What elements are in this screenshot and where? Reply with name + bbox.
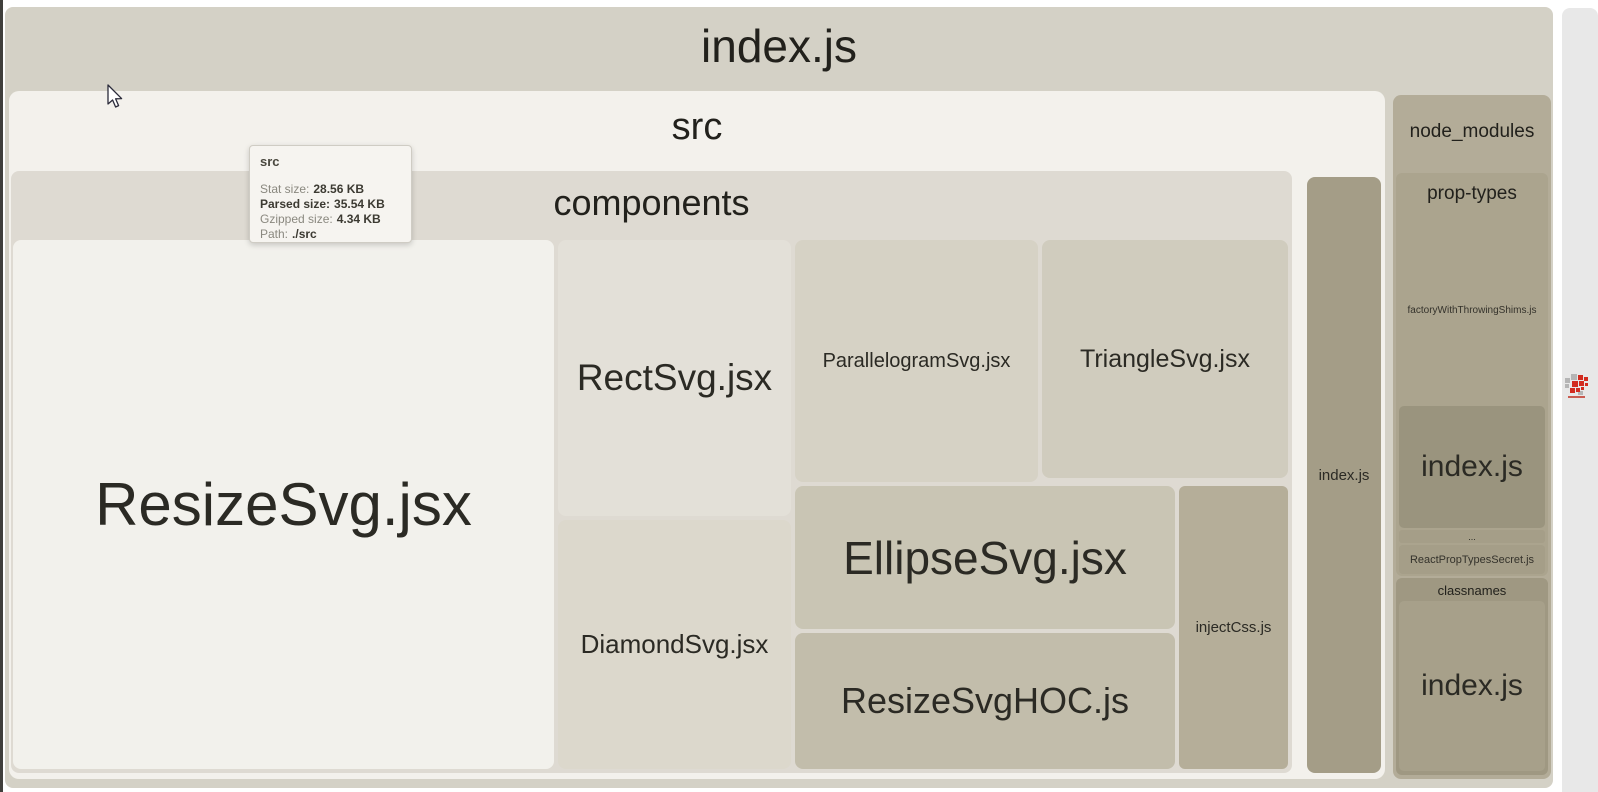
treemap-leaf-resizesvghoc[interactable]: ResizeSvgHOC.js [795,633,1175,769]
leaf-label-ellipsesvg: EllipseSvg.jsx [843,531,1127,584]
group-label-classnames: classnames [1437,583,1507,598]
tooltip-path-label: Path: [260,227,289,241]
group-label-components: components [553,182,750,223]
leaf-label-reactproptypessecret: ReactPropTypesSecret.js [1409,553,1535,566]
group-label-root: index.js [701,20,857,72]
treemap-leaf-diamondsvg[interactable]: DiamondSvg.jsx [558,520,791,769]
tooltip-parsed-row: Parsed size:35.54 KB [260,197,401,212]
foamtree-logo-icon[interactable] [1564,373,1590,399]
leaf-label-trianglesvg: TriangleSvg.jsx [1080,344,1250,373]
tooltip-parsed-label: Parsed size: [260,197,331,211]
leaf-label-parallelogramsvg: ParallelogramSvg.jsx [822,349,1011,372]
leaf-label-src-indexjs: index.js [1318,466,1370,484]
treemap-leaf-factorywiththrowingshims[interactable]: factoryWithThrowingShims.js [1399,218,1545,402]
foamtree-mosaic-svg [1565,374,1588,398]
tooltip-gzip-label: Gzipped size: [260,212,333,226]
tooltip-path-value: ./src [292,227,317,241]
treemap-leaf-ellipsis[interactable]: ... [1399,530,1545,543]
treemap-leaf-ellipsesvg[interactable]: EllipseSvg.jsx [795,486,1175,629]
tooltip-title: src [260,154,280,169]
leaf-label-ellipsis: ... [1468,531,1476,542]
treemap-leaf-rectsvg[interactable]: RectSvg.jsx [558,240,791,516]
treemap-leaf-proptypes-indexjs[interactable]: index.js [1399,406,1545,528]
group-label-node-modules: node_modules [1409,121,1535,142]
tooltip-gzip-row: Gzipped size:4.34 KB [260,212,401,227]
leaf-label-resizesvg: ResizeSvg.jsx [95,471,472,538]
tooltip-stat-label: Stat size: [260,182,310,196]
window-left-edge [0,0,3,792]
leaf-label-resizesvghoc: ResizeSvgHOC.js [840,680,1130,721]
treemap-leaf-trianglesvg[interactable]: TriangleSvg.jsx [1042,240,1288,478]
leaf-label-classnames-indexjs: index.js [1421,669,1523,702]
treemap-leaf-classnames-indexjs[interactable]: index.js [1399,601,1545,771]
treemap-leaf-reactproptypessecret[interactable]: ReactPropTypesSecret.js [1399,545,1545,574]
tooltip-parsed-value: 35.54 KB [334,197,385,211]
group-label-src: src [671,106,723,148]
leaf-label-factorywiththrowingshims: factoryWithThrowingShims.js [1407,304,1537,316]
leaf-label-injectcss: injectCss.js [1195,619,1272,636]
tooltip-stat-value: 28.56 KB [313,182,365,196]
treemap-leaf-injectcss[interactable]: injectCss.js [1179,486,1288,769]
leaf-label-proptypes-indexjs: index.js [1421,450,1523,483]
leaf-label-rectsvg: RectSvg.jsx [576,357,773,398]
tooltip-gzip-value: 4.34 KB [336,212,381,226]
group-label-prop-types: prop-types [1427,183,1517,204]
treemap-leaf-parallelogramsvg[interactable]: ParallelogramSvg.jsx [795,240,1038,482]
leaf-label-diamondsvg: DiamondSvg.jsx [580,629,769,659]
tooltip-stat-row: Stat size:28.56 KB [260,182,401,197]
tooltip-path-row: Path:./src [260,227,401,242]
tooltip: src Stat size:28.56 KB Parsed size:35.54… [249,145,412,243]
treemap-leaf-src-indexjs[interactable]: index.js [1307,177,1381,773]
treemap-leaf-resizesvg[interactable]: ResizeSvg.jsx [13,240,554,769]
right-side-strip[interactable] [1562,8,1598,792]
